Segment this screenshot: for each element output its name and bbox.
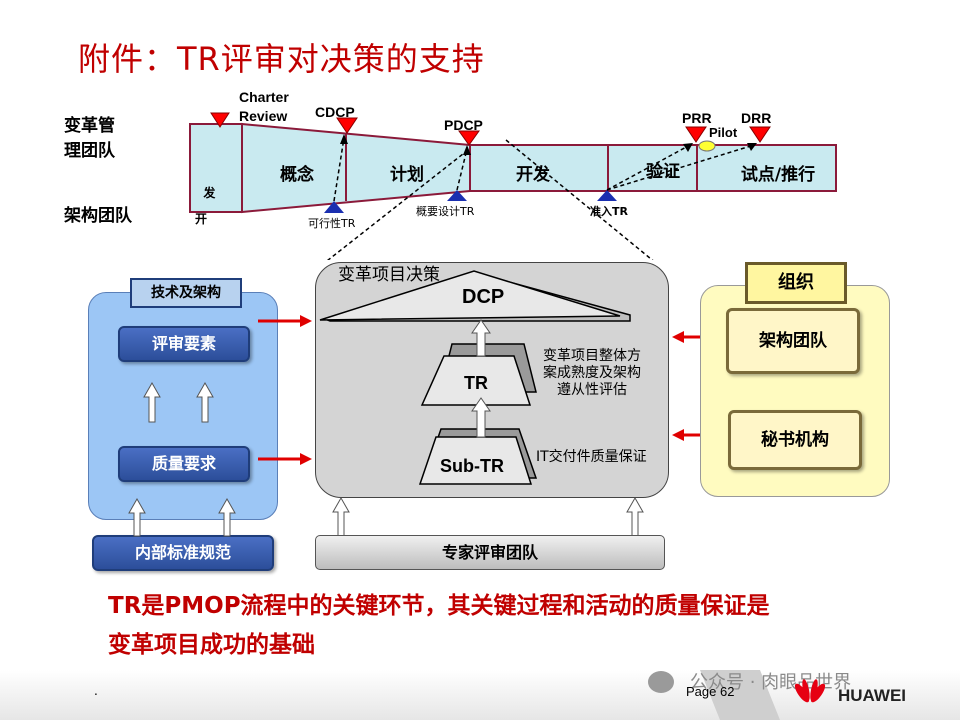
- page-title: 附件：TR评审对决策的支持: [78, 40, 485, 78]
- up-arrow-left: [218, 497, 236, 537]
- tr-outline-label: 概要设计TR: [416, 205, 475, 218]
- up-arrow-expert: [626, 496, 644, 537]
- subtr-shape: [418, 436, 533, 485]
- internal-std-box: 内部标准规范: [92, 535, 274, 571]
- phase-develop: 开发: [516, 165, 550, 185]
- drr-label: DRR: [741, 110, 772, 126]
- cdcp-label: CDCP: [315, 104, 355, 120]
- zoom-line-right: [505, 139, 654, 260]
- dashed-arrowhead: [683, 143, 693, 152]
- red-arrow-head: [672, 429, 684, 441]
- red-arrow-head: [672, 331, 684, 343]
- pdcp-label: PDCP: [444, 117, 483, 133]
- dashed-arrowhead: [340, 134, 348, 144]
- phase-pilot-rollout: 试点/推行: [740, 165, 816, 185]
- arch-team-box: 架构团队: [726, 308, 860, 374]
- tr-entry-marker: [597, 190, 617, 201]
- dashed-link: [606, 144, 755, 191]
- tr-note: 变革项目整体方 案成熟度及架构 遵从性评估: [543, 348, 641, 398]
- red-arrow-head: [300, 453, 312, 465]
- dashed-link: [333, 137, 345, 202]
- tr-label: TR: [464, 373, 488, 393]
- cdcp-marker: [336, 117, 358, 134]
- prr-label: PRR: [682, 110, 712, 126]
- wechat-icon: [648, 671, 674, 693]
- charter-review-label: Charter Review: [239, 89, 289, 124]
- process-band: [189, 112, 837, 260]
- zoom-line-left: [326, 149, 469, 260]
- tr-feasibility-marker: [324, 201, 344, 213]
- huawei-brand: HUAWEI: [838, 686, 906, 705]
- secretary-box: 秘书机构: [728, 410, 862, 470]
- mgmt-team-label: 变革管 理团队: [64, 116, 115, 161]
- org-header: 组织: [745, 262, 847, 304]
- huawei-logo-icon: [794, 679, 826, 703]
- arch-team-label: 架构团队: [64, 206, 132, 226]
- conclusion-line-1: TR是PMOP流程中的关键环节，其关键过程和活动的质量保证是: [108, 593, 770, 619]
- pdcp-marker: [458, 130, 480, 146]
- subtr-label: Sub-TR: [440, 456, 504, 476]
- phase-verify: 验证: [646, 162, 680, 182]
- conclusion-line-2: 变革项目成功的基础: [108, 632, 315, 658]
- subtr-note: IT交付件质量保证: [536, 449, 647, 465]
- prr-marker: [685, 126, 707, 143]
- tech-arch-header: 技术及架构: [130, 278, 242, 308]
- tr-feasibility-label: 可行性TR: [308, 217, 356, 230]
- phase-start-box: [189, 123, 243, 213]
- dashed-link: [456, 148, 468, 191]
- page-number: Page 62: [686, 684, 735, 699]
- phase-start-text: 发 开: [195, 186, 216, 226]
- charter-marker: [210, 112, 230, 128]
- phase-start-label: 发 开: [195, 154, 215, 232]
- dashed-arrowhead: [463, 145, 471, 155]
- dashed-link: [606, 144, 691, 191]
- quality-req-box: 质量要求: [118, 446, 250, 482]
- red-arrow-head: [300, 315, 312, 327]
- up-arrow-expert: [332, 496, 350, 537]
- up-arrow-center: [471, 319, 491, 357]
- pilot-label: Pilot: [709, 125, 738, 140]
- tr-outline-marker: [447, 190, 467, 201]
- footer-wedge: [700, 670, 780, 720]
- tr-shape: [420, 355, 532, 406]
- phase-concept: 概念: [280, 165, 314, 185]
- pilot-marker: [698, 140, 716, 152]
- review-elements-box: 评审要素: [118, 326, 250, 362]
- phase-plan: 计划: [390, 165, 424, 185]
- up-arrow-left: [196, 381, 214, 423]
- up-arrow-left: [128, 497, 146, 537]
- watermark-text: 公众号 · 肉眼品世界: [690, 672, 852, 693]
- dashed-arrowhead: [747, 143, 757, 151]
- up-arrow-left: [143, 381, 161, 423]
- drr-marker: [749, 126, 771, 143]
- dcp-roof: [319, 270, 621, 321]
- expert-team-box: 专家评审团队: [315, 535, 665, 570]
- footer-dot: .: [94, 684, 98, 698]
- decision-panel-header: 变革项目决策: [338, 265, 440, 285]
- up-arrow-center: [471, 397, 491, 438]
- dcp-label: DCP: [462, 286, 505, 308]
- tr-entry-label: 准入TR: [590, 205, 628, 218]
